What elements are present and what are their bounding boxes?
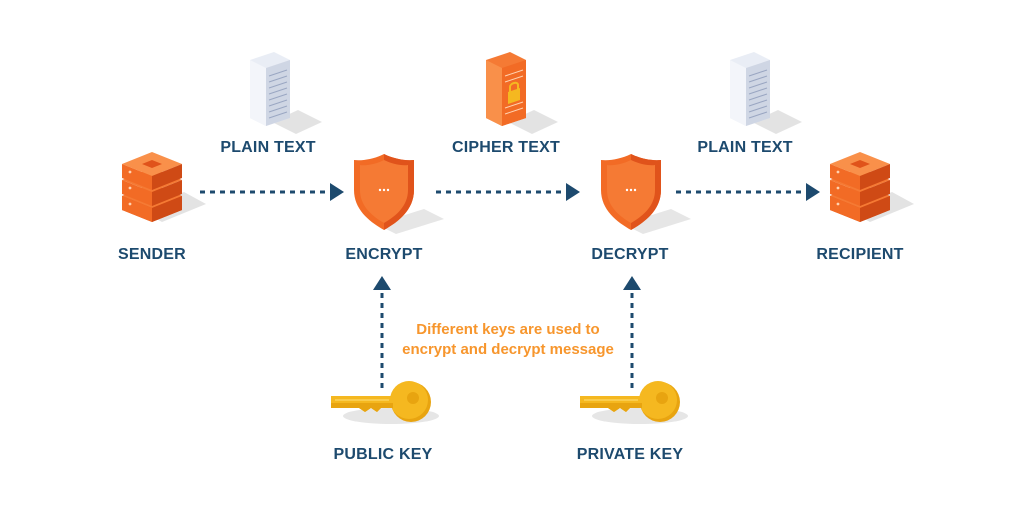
arrowhead-recipient <box>806 183 820 201</box>
arrowhead-public-key <box>373 276 391 290</box>
public-key-label: PUBLIC KEY <box>333 446 433 463</box>
key-note-line-1: Different keys are used to <box>416 321 600 338</box>
arrowhead-encrypt <box>330 183 344 201</box>
cipher-text-document-icon <box>485 51 559 135</box>
plain-text-document-icon <box>249 51 323 135</box>
key-note: Different keys are used to encrypt and d… <box>402 320 614 360</box>
plain-text-label: PLAIN TEXT <box>220 139 316 156</box>
key-note-line-2: encrypt and decrypt message <box>402 341 614 358</box>
recipient-label: RECIPIENT <box>816 246 904 263</box>
sender-server-icon <box>122 152 206 222</box>
arrowhead-private-key <box>623 276 641 290</box>
private-key-icon <box>579 380 689 425</box>
decrypt-label: DECRYPT <box>591 246 669 263</box>
plain-text-label-2: PLAIN TEXT <box>697 139 793 156</box>
sender-label: SENDER <box>118 246 186 263</box>
recipient-server-icon <box>830 152 914 222</box>
public-key-icon <box>330 380 440 425</box>
cipher-text-label: CIPHER TEXT <box>452 139 560 156</box>
decrypt-shield-icon <box>601 154 691 234</box>
encrypt-label: ENCRYPT <box>345 246 423 263</box>
plain-text-document-icon-2 <box>729 51 803 135</box>
encrypt-shield-icon <box>354 154 444 234</box>
private-key-label: PRIVATE KEY <box>576 446 684 463</box>
arrowhead-decrypt <box>566 183 580 201</box>
